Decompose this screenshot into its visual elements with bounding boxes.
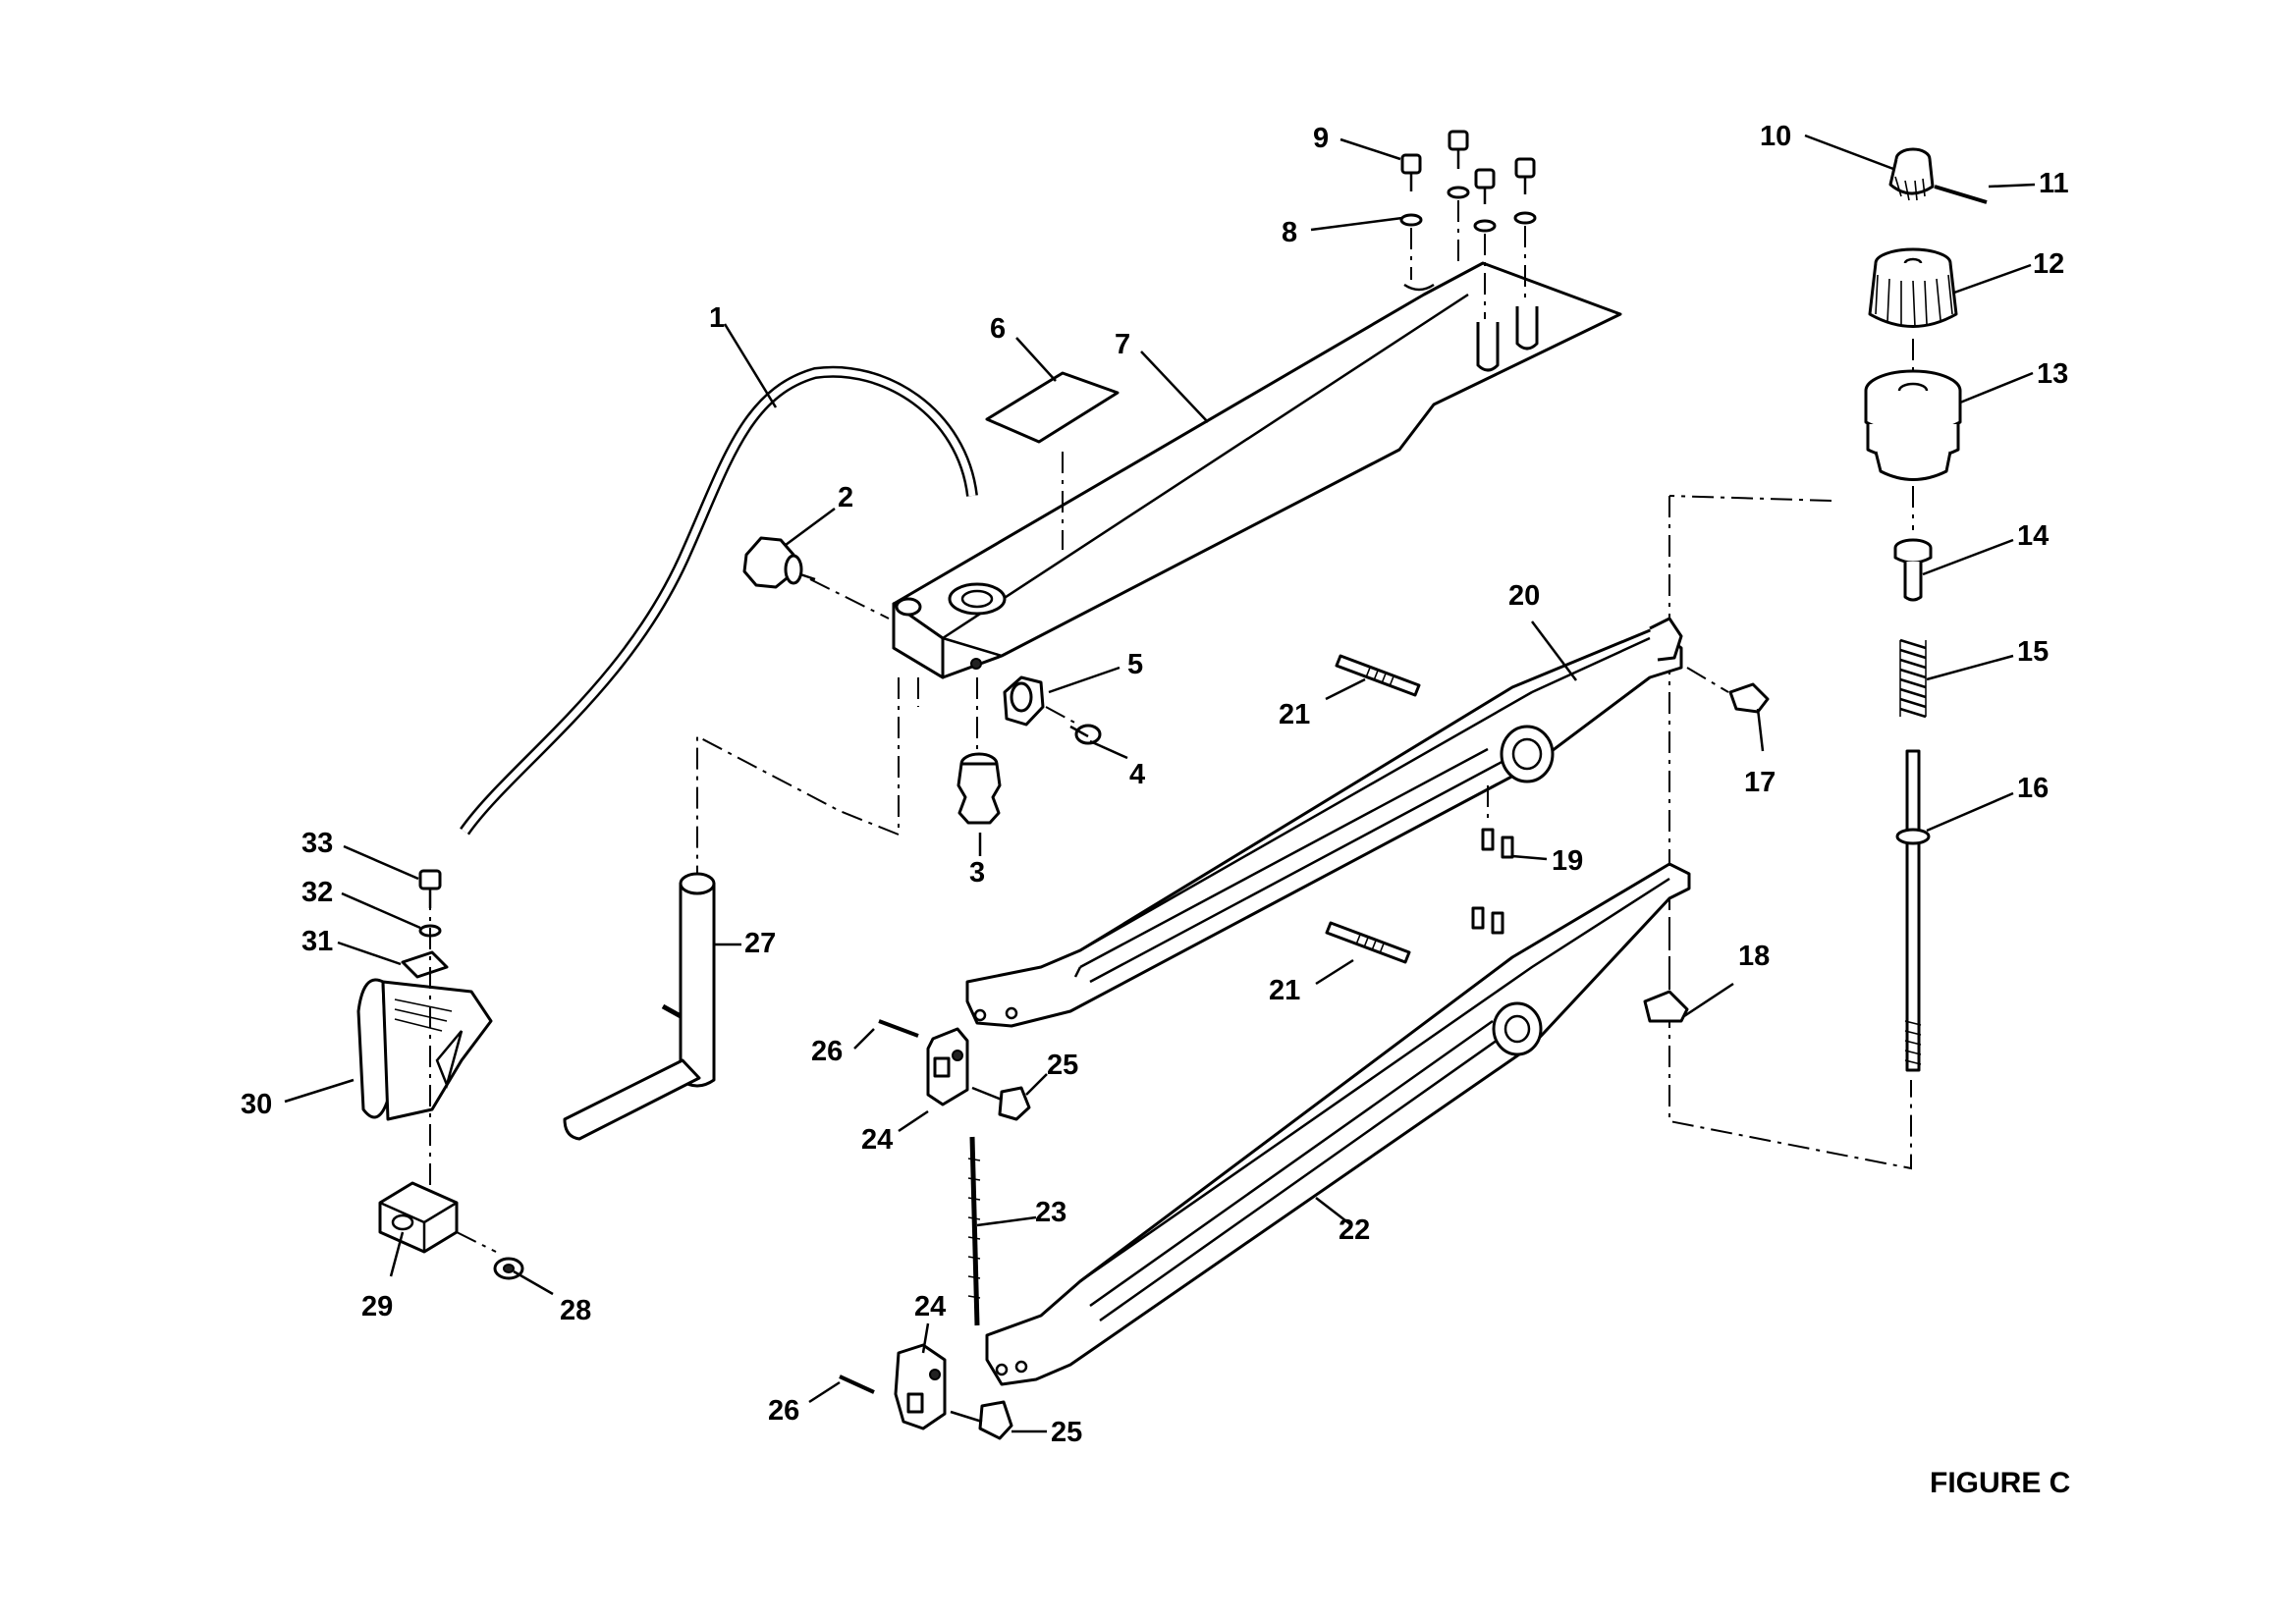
part-3-grommet [957, 677, 1002, 825]
part-21-stud-upper [1335, 654, 1421, 697]
callout-3: 3 [969, 857, 985, 889]
part-8-washers [1399, 186, 1537, 319]
part-23-cable [967, 1136, 981, 1326]
callout-32: 32 [301, 877, 333, 908]
part-12-knob [1868, 247, 1958, 328]
callout-5: 5 [1127, 649, 1143, 680]
part-25-clip-upper [971, 1086, 1031, 1121]
callout-12: 12 [2033, 248, 2064, 280]
callout-9: 9 [1313, 123, 1329, 154]
part-13-base [1864, 369, 1962, 481]
figure-label: FIGURE C [1930, 1467, 2070, 1499]
part-5-clamp [1003, 675, 1045, 727]
part-2-knob [742, 536, 890, 620]
part-25-clip-lower [950, 1400, 1013, 1440]
part-24-bracket-upper [926, 1027, 969, 1106]
callout-labels: 1 2 3 4 5 6 7 8 9 10 11 12 13 14 15 16 1… [241, 121, 2069, 1448]
callout-24-lower: 24 [914, 1291, 946, 1322]
part-24-bracket-lower [894, 1343, 947, 1430]
callout-33: 33 [301, 828, 333, 859]
part-22-lower-link-arm [985, 862, 1691, 1386]
callout-2: 2 [838, 482, 853, 513]
callout-26-upper: 26 [811, 1036, 843, 1067]
part-1-hose [460, 365, 978, 836]
callout-27: 27 [744, 928, 776, 959]
callout-25-lower: 25 [1051, 1417, 1082, 1448]
callout-8: 8 [1282, 217, 1297, 248]
callout-24-upper: 24 [861, 1124, 893, 1156]
part-6-label [985, 371, 1120, 550]
part-27-shaft [563, 872, 716, 1141]
callout-18: 18 [1738, 941, 1770, 972]
callout-21-upper: 21 [1279, 699, 1310, 730]
part-29-block [378, 1181, 459, 1254]
part-7-upper-arm [892, 261, 1622, 679]
part-18-pad [1643, 918, 1689, 1023]
callout-6: 6 [990, 313, 1006, 345]
part-11-pin [1934, 185, 1988, 204]
part-26-pin-lower [839, 1375, 875, 1394]
part-9-screws [1400, 130, 1536, 204]
part-20-upper-link-arm [965, 617, 1683, 1028]
callout-4: 4 [1129, 759, 1145, 790]
callout-13: 13 [2037, 358, 2068, 390]
callout-11: 11 [2039, 168, 2069, 199]
part-26-pin-upper [878, 1019, 919, 1038]
part-14-collar [1893, 538, 1933, 602]
callout-30: 30 [241, 1089, 272, 1120]
part-16-rod [1895, 749, 1931, 1072]
callout-23: 23 [1035, 1197, 1066, 1228]
callout-21-lower: 21 [1269, 975, 1300, 1006]
callout-7: 7 [1115, 329, 1130, 360]
callout-20: 20 [1508, 580, 1540, 612]
part-30-clamp-bracket [356, 978, 493, 1121]
part-21-stud-lower [1325, 921, 1411, 964]
leader-lines [284, 134, 2036, 1433]
callout-1: 1 [709, 302, 725, 334]
part-17-pad [1686, 667, 1770, 714]
part-28-nut [456, 1231, 524, 1280]
part-4-screw [1045, 706, 1102, 745]
callout-28: 28 [560, 1295, 591, 1326]
callout-17: 17 [1744, 767, 1776, 798]
part-19-set-screws [1471, 785, 1514, 935]
part-15-spring [1899, 638, 1927, 719]
callout-15: 15 [2017, 636, 2049, 668]
callout-14: 14 [2017, 520, 2049, 552]
callout-29: 29 [361, 1291, 393, 1322]
callout-31: 31 [301, 926, 333, 957]
callout-26-lower: 26 [768, 1395, 799, 1427]
callout-19: 19 [1552, 845, 1583, 877]
callout-25-upper: 25 [1047, 1050, 1078, 1081]
part-10-knob [1888, 147, 1935, 201]
callout-10: 10 [1760, 121, 1791, 152]
part-31-plate [401, 950, 449, 979]
callout-22: 22 [1339, 1214, 1370, 1246]
callout-16: 16 [2017, 773, 2049, 804]
